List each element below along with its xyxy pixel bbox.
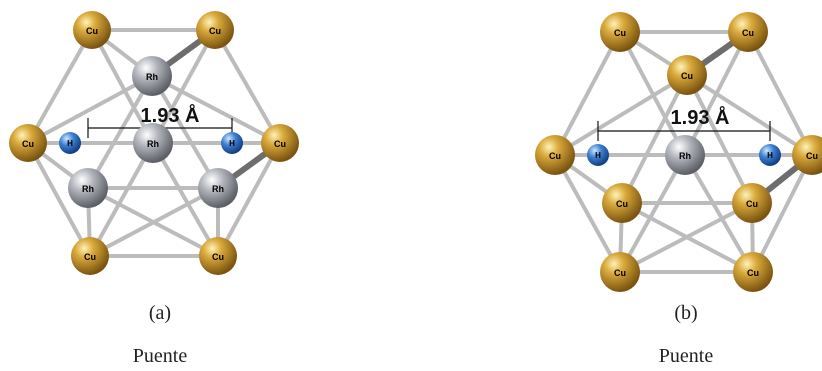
cu-atom: Cu: [732, 183, 772, 223]
svg-text:Cu: Cu: [616, 199, 628, 209]
svg-text:Cu: Cu: [274, 139, 286, 149]
cu-atom: Cu: [667, 55, 707, 95]
atoms-b: Cu Cu Cu Cu Cu Cu Cu Cu Cu Rh H H: [535, 12, 822, 292]
cu-atom: Cu: [600, 252, 640, 292]
cu-atom: Cu: [261, 124, 299, 162]
rh-atom: Rh: [68, 168, 108, 208]
svg-text:Cu: Cu: [84, 252, 96, 262]
cu-atom: Cu: [728, 12, 768, 52]
bonds-a: [26, 28, 282, 258]
rh-atom: Rh: [665, 135, 705, 175]
svg-text:Rh: Rh: [147, 139, 159, 149]
cu-atom: Cu: [600, 12, 640, 52]
site-label-b: Puente: [658, 345, 714, 367]
cluster-diagram-a: 1.93 Å Cu Cu Cu Cu Cu Cu Rh Rh Rh Rh H H: [9, 11, 299, 275]
h-atom: H: [221, 132, 243, 154]
distance-label-a: 1.93 Å: [141, 103, 200, 127]
svg-text:Rh: Rh: [146, 72, 158, 82]
svg-text:H: H: [67, 139, 73, 148]
figure-letter-b: (b): [674, 302, 698, 324]
atoms-a: Cu Cu Cu Cu Cu Cu Rh Rh Rh Rh H H: [9, 11, 299, 275]
svg-text:Rh: Rh: [212, 184, 224, 194]
svg-text:Cu: Cu: [746, 199, 758, 209]
svg-text:Cu: Cu: [86, 26, 98, 36]
cu-atom: Cu: [733, 252, 773, 292]
cu-atom: Cu: [602, 183, 642, 223]
h-atom: H: [759, 144, 781, 166]
rh-atom: Rh: [132, 56, 172, 96]
svg-text:Cu: Cu: [681, 71, 693, 81]
svg-text:Cu: Cu: [212, 252, 224, 262]
svg-text:Cu: Cu: [549, 151, 561, 161]
cu-atom: Cu: [196, 11, 234, 49]
svg-text:Cu: Cu: [614, 268, 626, 278]
distance-marker-b: [597, 121, 771, 141]
cu-atom: Cu: [199, 237, 237, 275]
cu-atom: Cu: [9, 124, 47, 162]
svg-text:Cu: Cu: [209, 26, 221, 36]
cluster-diagram-b: 1.93 Å Cu Cu Cu Cu Cu Cu Cu Cu Cu Rh H H: [535, 12, 822, 292]
figure-letter-a: (a): [148, 302, 172, 324]
cu-atom: Cu: [73, 11, 111, 49]
svg-text:Rh: Rh: [82, 184, 94, 194]
h-atom: H: [587, 144, 609, 166]
svg-text:Cu: Cu: [747, 268, 759, 278]
cu-atom: Cu: [71, 237, 109, 275]
svg-text:H: H: [595, 151, 601, 160]
svg-text:Cu: Cu: [614, 28, 626, 38]
panel-b: 1.93 Å Cu Cu Cu Cu Cu Cu Cu Cu Cu Rh H H: [520, 0, 822, 300]
distance-label-b: 1.93 Å: [671, 105, 730, 129]
svg-text:Cu: Cu: [742, 28, 754, 38]
svg-text:Cu: Cu: [22, 139, 34, 149]
svg-text:H: H: [767, 151, 773, 160]
svg-text:H: H: [229, 139, 235, 148]
rh-atom: Rh: [133, 123, 173, 163]
h-atom: H: [59, 132, 81, 154]
panel-a: 1.93 Å Cu Cu Cu Cu Cu Cu Rh Rh Rh Rh H H: [0, 0, 330, 290]
site-label-a: Puente: [132, 345, 188, 367]
cu-atom: Cu: [792, 135, 822, 175]
svg-text:Rh: Rh: [679, 151, 691, 161]
cu-atom: Cu: [535, 135, 575, 175]
rh-atom: Rh: [198, 168, 238, 208]
svg-text:Cu: Cu: [806, 151, 818, 161]
